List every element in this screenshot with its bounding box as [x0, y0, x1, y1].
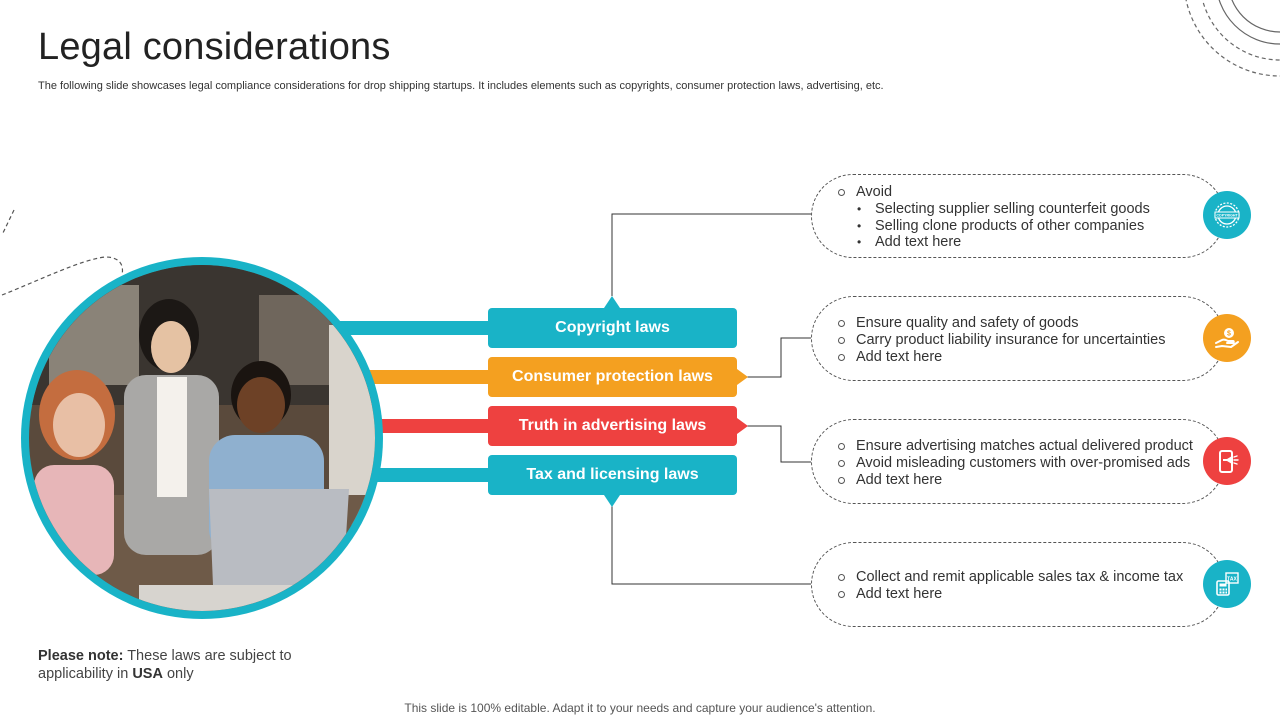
card-tax-and-licensing: Collect and remit applicable sales tax &… [811, 542, 1225, 627]
card-consumer-protection: Ensure quality and safety of goods Carry… [811, 296, 1225, 381]
team-photo-frame [21, 257, 383, 619]
list-item: Add text here [812, 586, 1224, 603]
arrow-up-icon [604, 296, 620, 308]
please-note: Please note: These laws are subject to a… [38, 647, 292, 683]
law-bar-advertising [380, 419, 490, 433]
footer-text: This slide is 100% editable. Adapt it to… [404, 701, 876, 715]
slide-title: Legal considerations [38, 26, 391, 68]
pill-consumer-protection-laws: Consumer protection laws [488, 357, 748, 397]
list-item: Selecting supplier selling counterfeit g… [812, 201, 1224, 218]
note-text-1: These laws are subject to [127, 648, 292, 664]
pill-tax-and-licensing-laws: Tax and licensing laws [488, 455, 737, 507]
law-bar-consumer [366, 370, 490, 384]
law-bar-copyright [330, 321, 490, 335]
arrow-right-icon [737, 369, 748, 385]
card-copyright: Avoid Selecting supplier selling counter… [811, 174, 1225, 258]
slide-subtitle: The following slide showcases legal comp… [38, 80, 884, 92]
note-label: Please note: [38, 648, 124, 664]
list-item: Ensure quality and safety of goods [812, 315, 1224, 332]
list-item: Carry product liability insurance for un… [812, 332, 1224, 349]
decorative-rings [1185, 0, 1280, 77]
pill-copyright-laws: Copyright laws [488, 296, 737, 348]
pill-label: Truth in advertising laws [518, 417, 707, 434]
note-text-2: applicability in [38, 666, 129, 682]
list-item: Add text here [812, 472, 1224, 489]
team-photo [29, 265, 375, 611]
pill-label: Consumer protection laws [512, 368, 713, 385]
pill-truth-in-advertising-laws: Truth in advertising laws [488, 406, 748, 446]
law-bar-tax [372, 468, 490, 482]
list-item: Avoid [812, 184, 1224, 201]
copyright-badge-text: COPYRIGHT [1216, 214, 1238, 218]
tax-calculator-icon: TAX [1203, 560, 1251, 608]
decorative-dashed-curve [1, 209, 124, 296]
pill-label: Tax and licensing laws [526, 466, 699, 483]
list-item: Add text here [812, 234, 1224, 251]
list-item: Add text here [812, 349, 1224, 366]
arrow-right-icon [737, 418, 748, 434]
svg-text:$: $ [1227, 330, 1231, 337]
list-item: Avoid misleading customers with over-pro… [812, 455, 1224, 472]
note-highlight: USA [132, 666, 163, 682]
copyright-badge-icon: COPYRIGHT [1203, 191, 1251, 239]
card-truth-in-advertising: Ensure advertising matches actual delive… [811, 419, 1225, 504]
arrow-down-icon [604, 495, 620, 507]
list-item: Collect and remit applicable sales tax &… [812, 569, 1224, 586]
note-text-3: only [166, 666, 194, 682]
hand-money-icon: $ [1203, 314, 1251, 362]
list-item: Selling clone products of other companie… [812, 218, 1224, 235]
mobile-megaphone-icon [1203, 437, 1251, 485]
pill-label: Copyright laws [555, 319, 670, 336]
tax-icon-text: TAX [1227, 577, 1237, 583]
list-item: Ensure advertising matches actual delive… [812, 438, 1224, 455]
